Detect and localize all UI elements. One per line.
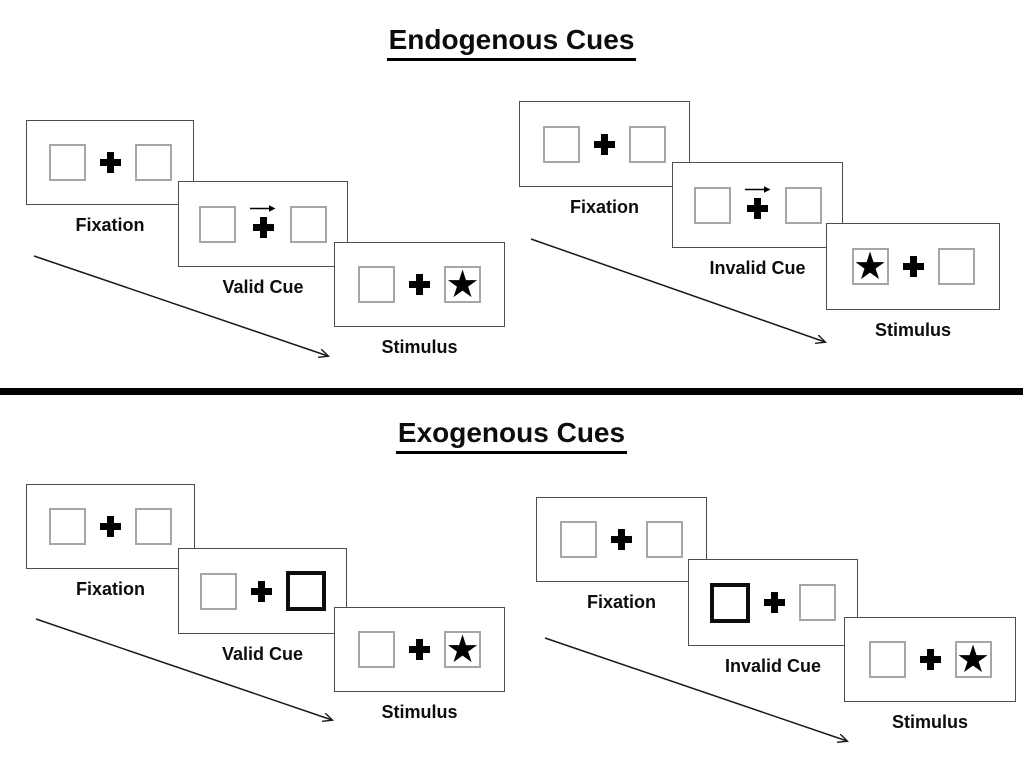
timeline-arrow <box>530 238 825 342</box>
section-title-endogenous: Endogenous Cues <box>0 24 1023 61</box>
section-divider <box>0 388 1023 395</box>
section-title-exogenous: Exogenous Cues <box>0 417 1023 454</box>
timeline-arrow <box>544 637 847 741</box>
timeline-arrow <box>35 618 332 720</box>
timeline-arrow <box>33 255 328 356</box>
